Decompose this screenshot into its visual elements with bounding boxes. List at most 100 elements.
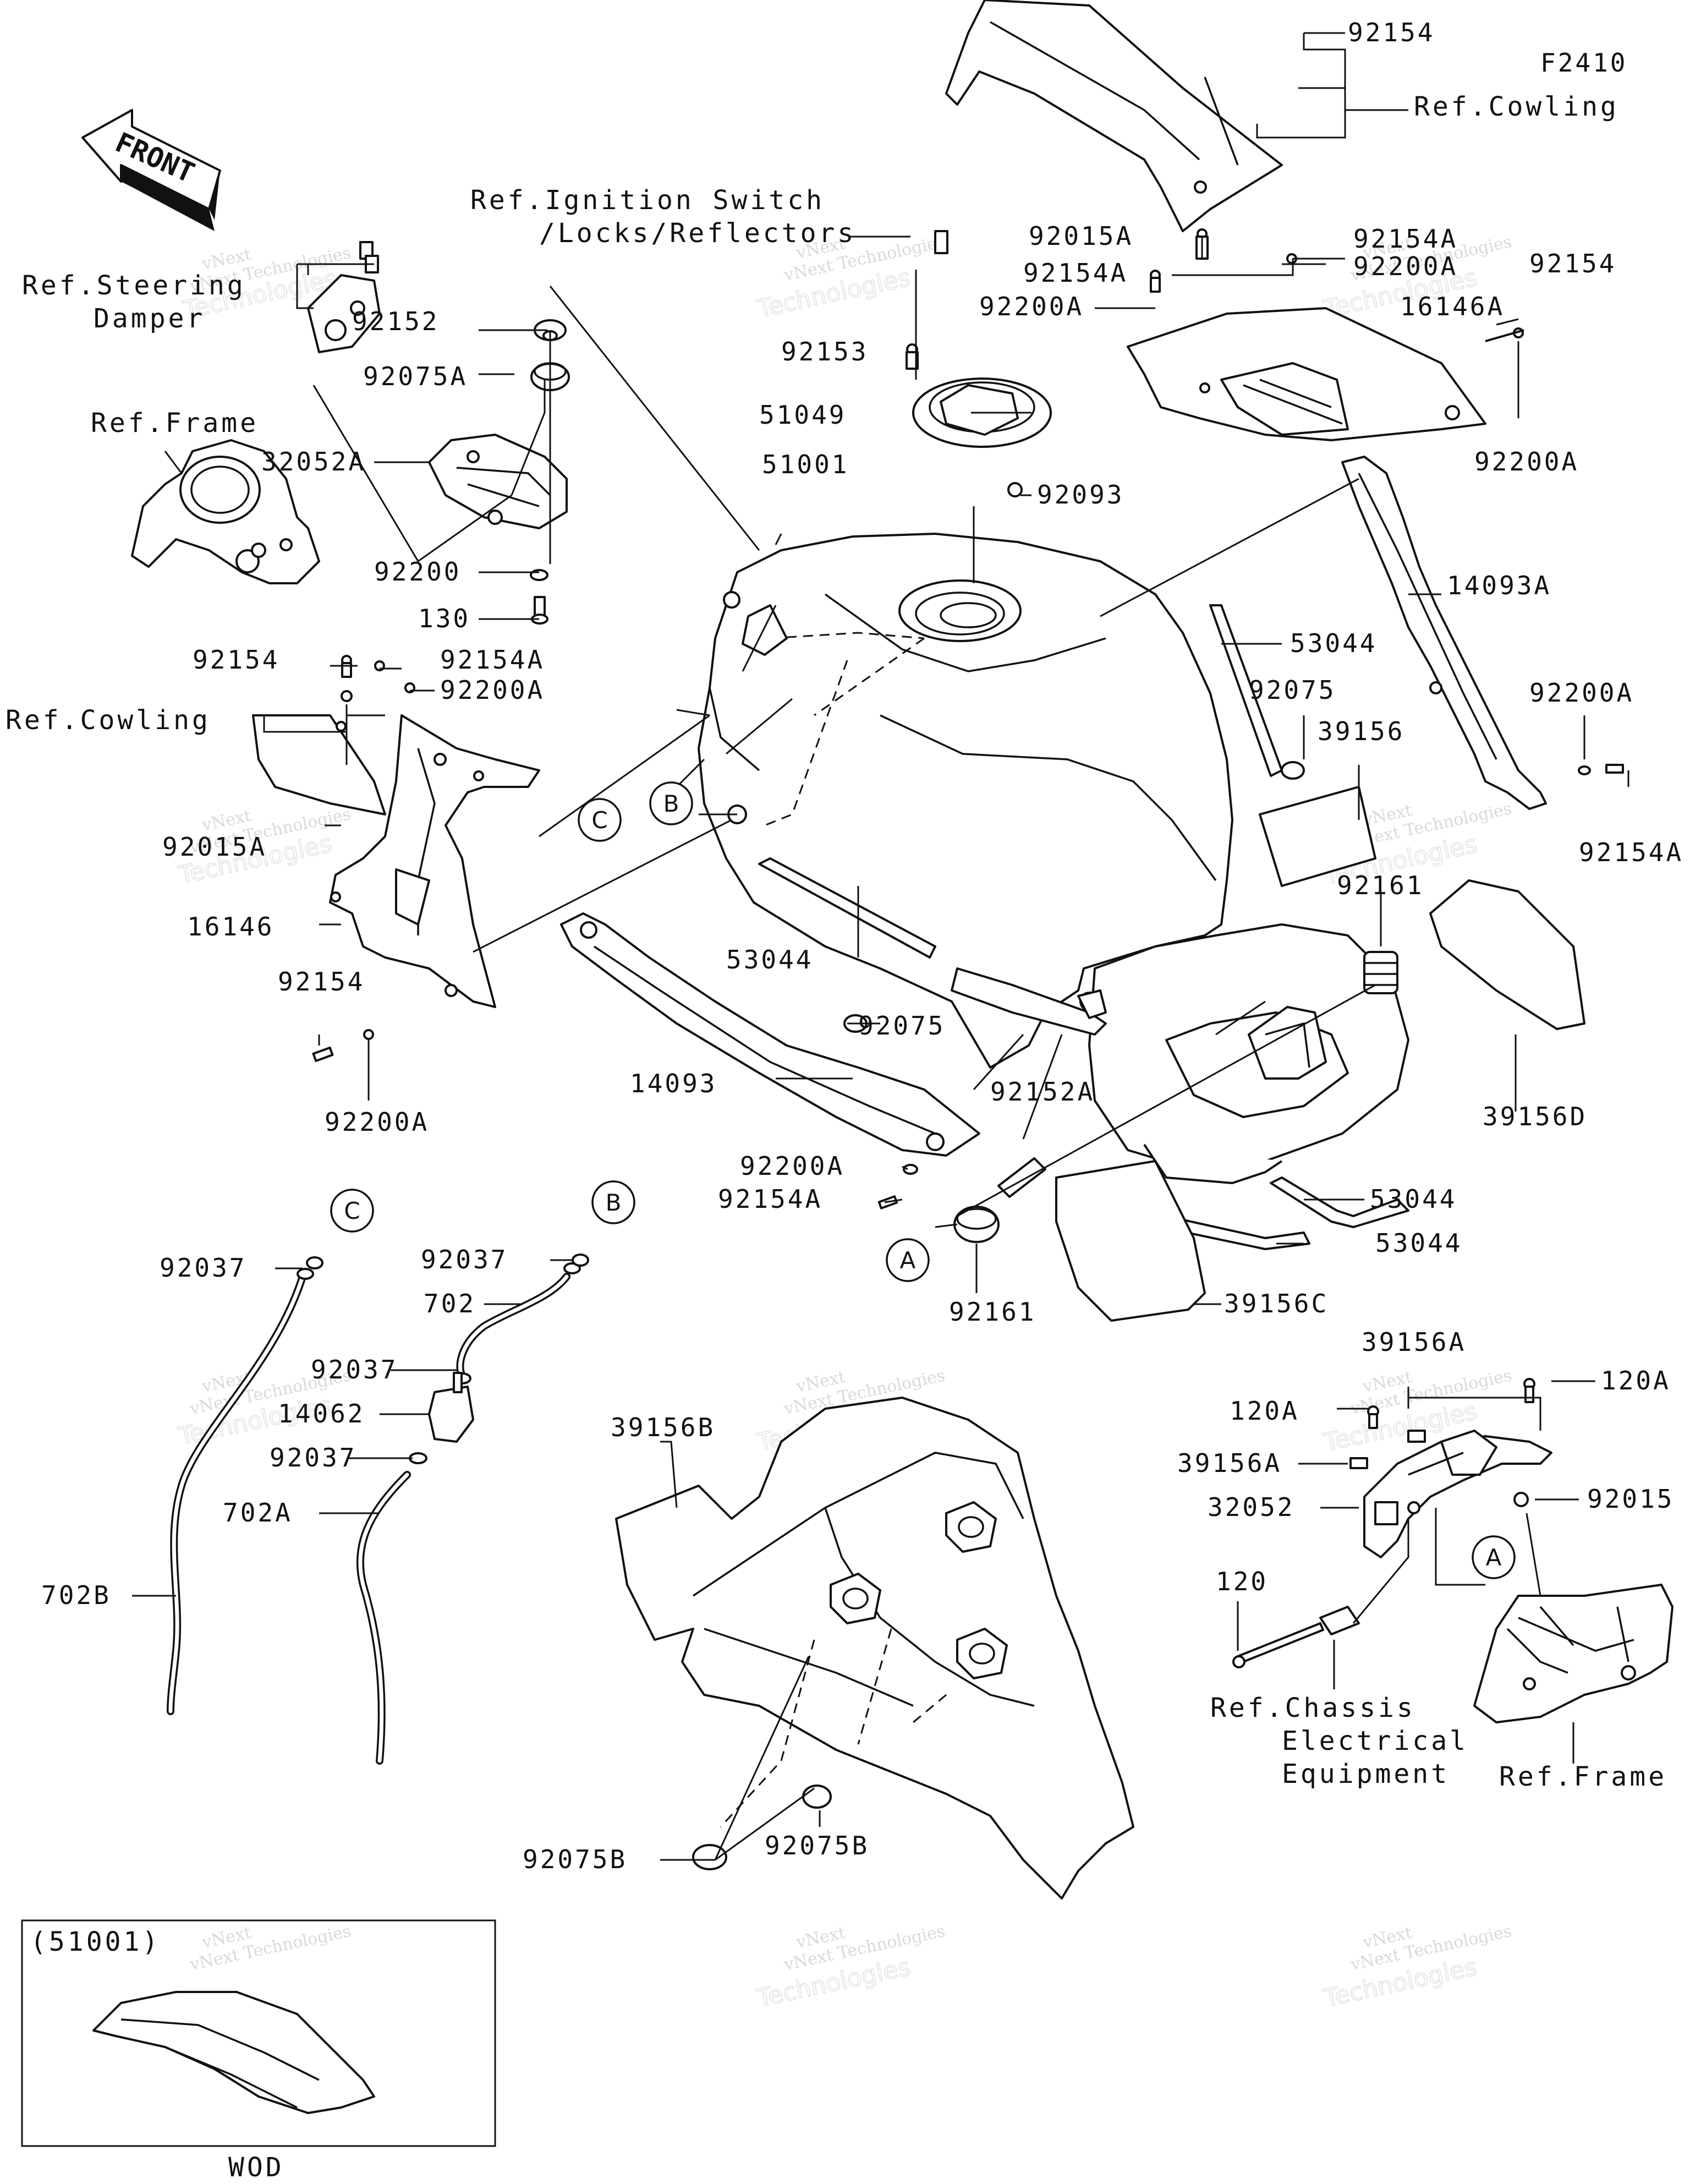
label-92154-l3: 92154 (278, 967, 365, 997)
label-39156B: 39156B (611, 1413, 715, 1442)
label-92075-m: 92075 (858, 1011, 945, 1041)
label-53044-c: 53044 (1370, 1184, 1457, 1214)
pad-39156-part (1259, 786, 1376, 887)
label-92075A: 92075A (363, 362, 468, 391)
label-16146: 16146 (187, 912, 274, 942)
label-92075B-b: 92075B (765, 1831, 869, 1860)
rail-14093-part (560, 912, 980, 1209)
inset-51001: (51001) WOD (21, 1919, 496, 2183)
label-51001: 51001 (762, 450, 849, 479)
label-92154-l2: 92154 (193, 645, 279, 675)
label-92037-m2: 92037 (270, 1443, 356, 1473)
frame-head-part (131, 439, 320, 584)
damper-92161-bottom (953, 1157, 1046, 1243)
label-92037-b: 92037 (421, 1245, 508, 1274)
bracket-32052A-part (428, 434, 568, 625)
label-92152: 92152 (352, 306, 439, 336)
label-92154A-r1: 92154A (1353, 224, 1458, 254)
ref-frame-top: Ref.Frame (91, 408, 259, 439)
ref-chassis-line3: Equipment (1282, 1759, 1450, 1789)
label-120A-l: 120A (1230, 1396, 1299, 1426)
clamp-92037-icon (297, 1268, 314, 1280)
label-39156D: 39156D (1483, 1102, 1587, 1131)
label-702: 702 (424, 1289, 476, 1318)
ref-ignition-line2: /Locks/Reflectors (539, 218, 856, 249)
label-92037-c: 92037 (160, 1253, 246, 1283)
label-53044-a: 53044 (1290, 628, 1377, 658)
callout-c-circle (330, 1189, 374, 1233)
frame-bottom-right-part (1473, 1584, 1673, 1723)
label-32052: 32052 (1208, 1492, 1294, 1522)
label-120: 120 (1216, 1567, 1268, 1596)
steering-damper-bracket (307, 241, 381, 353)
callout-c-circle (578, 798, 622, 842)
label-92154-top: 92154 (1348, 18, 1435, 47)
label-14093A: 14093A (1447, 571, 1551, 600)
filter-14062-icon (428, 1386, 474, 1443)
label-130: 130 (418, 604, 470, 633)
callouts: C B C B A A (330, 781, 1516, 1579)
rail-14093A-part (1341, 456, 1624, 810)
callout-c-label: C (591, 807, 607, 834)
label-92200A-l2: 92200A (440, 675, 545, 705)
bolt-92153-icon (934, 230, 948, 254)
ref-steering-line2: Damper (94, 303, 205, 334)
label-92154-r1: 92154 (1529, 249, 1616, 278)
label-92093: 92093 (1037, 480, 1124, 510)
strips-53044 (758, 604, 1409, 1250)
ref-chassis-line2: Electrical (1282, 1726, 1468, 1756)
label-92154A-m: 92154A (718, 1184, 822, 1214)
label-92037-m1: 92037 (311, 1355, 398, 1384)
label-53044-d: 53044 (1375, 1228, 1462, 1258)
strip-53044-lower1 (1270, 1176, 1409, 1228)
label-92200: 92200 (374, 557, 461, 587)
label-92015: 92015 (1587, 1484, 1674, 1514)
top-cowling-part (945, 0, 1283, 232)
label-120A-r: 120A (1601, 1366, 1671, 1395)
leader-lines (132, 32, 1629, 1861)
label-51049: 51049 (759, 400, 846, 430)
pad-39156C-part (1055, 1160, 1206, 1322)
label-92200A-r2: 92200A (1474, 447, 1579, 477)
label-92200A-r3: 92200A (1529, 678, 1634, 708)
cover-16146-part (252, 655, 540, 1063)
gasket-92093-icon (1007, 482, 1023, 497)
hoses (167, 1254, 589, 1765)
callout-a-circle (886, 1238, 930, 1282)
label-14093: 14093 (630, 1069, 717, 1098)
label-92200A-m: 92200A (740, 1151, 844, 1181)
label-53044-b: 53044 (726, 945, 813, 975)
callout-c-label: C (344, 1197, 360, 1224)
ref-chassis-line1: Ref.Chassis (1210, 1693, 1415, 1723)
inset-caption: WOD (228, 2152, 284, 2183)
label-92161-r: 92161 (1337, 871, 1424, 900)
cover-39156B-part (615, 1397, 1134, 1900)
ref-cowling-top: Ref.Cowling (1414, 91, 1619, 122)
label-92154A-l2: 92154A (440, 645, 545, 675)
bolt-120-part (1232, 1606, 1360, 1668)
label-92075-r: 92075 (1249, 675, 1336, 705)
cover-16146A-part (1127, 228, 1524, 441)
pad-39156D-part (1429, 879, 1585, 1030)
collar-92152A-icon (997, 1157, 1046, 1198)
bracket-32052-part (1349, 1378, 1552, 1558)
grommet-92075B-icon (802, 1785, 832, 1809)
callout-b-circle (591, 1180, 635, 1224)
label-92015A-top: 92015A (1029, 221, 1133, 251)
inset-title: (51001) (30, 1926, 161, 1957)
ref-steering-line1: Ref.Steering (22, 270, 246, 301)
label-92200A-l1: 92200A (979, 292, 1084, 321)
label-92075B-l: 92075B (523, 1844, 627, 1874)
label-16146A: 16146A (1400, 292, 1505, 321)
grommet-92075B-icon (692, 1844, 727, 1870)
grommet-92075-icon (1281, 761, 1305, 780)
label-39156: 39156 (1318, 716, 1404, 746)
label-92154A-r3: 92154A (1579, 838, 1683, 867)
ref-ignition-line1: Ref.Ignition Switch (470, 185, 825, 216)
label-39156C: 39156C (1224, 1289, 1329, 1318)
label-92015A-l: 92015A (162, 832, 267, 862)
label-92153: 92153 (781, 337, 868, 366)
ref-cowling-left: Ref.Cowling (6, 705, 211, 736)
hose-702B (167, 1273, 306, 1715)
ref-frame-bottom: Ref.Frame (1499, 1761, 1667, 1792)
